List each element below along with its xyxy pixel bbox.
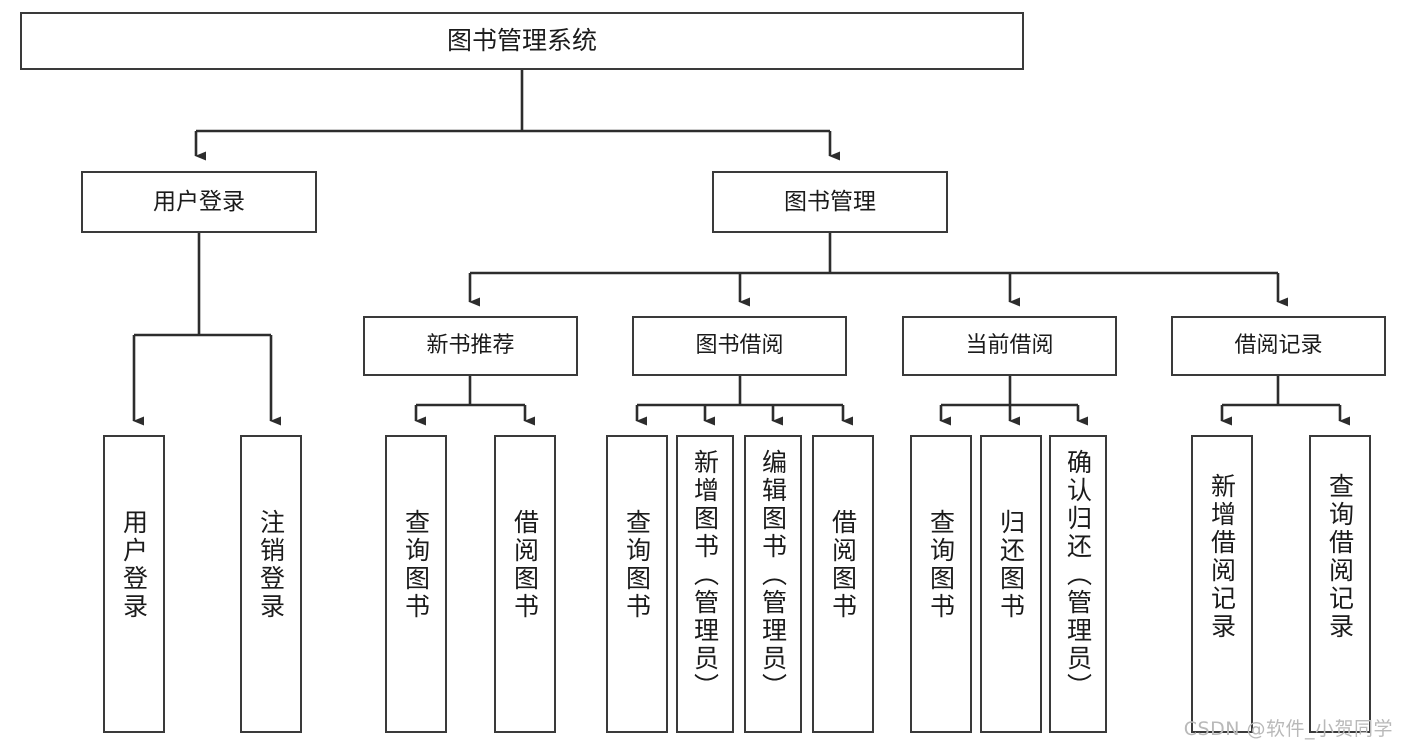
leaf-query-book-recommend[interactable]: 查询图书 (385, 435, 447, 733)
leaf-query-book-borrow[interactable]: 查询图书 (606, 435, 668, 733)
node-label: 查询图书 (401, 509, 431, 621)
node-root-system[interactable]: 图书管理系统 (20, 12, 1024, 70)
leaf-logout[interactable]: 注销登录 (240, 435, 302, 733)
node-label: 借阅图书 (828, 509, 858, 621)
leaf-user-login[interactable]: 用户登录 (103, 435, 165, 733)
leaf-borrow-book-recommend[interactable]: 借阅图书 (494, 435, 556, 733)
leaf-confirm-return-admin[interactable]: 确认归还（管理员） (1049, 435, 1107, 733)
node-label: 新书推荐 (426, 333, 515, 359)
node-book-management[interactable]: 图书管理 (712, 171, 948, 233)
node-label: 归还图书 (996, 509, 1026, 621)
node-new-book-recommend[interactable]: 新书推荐 (363, 316, 578, 376)
leaf-edit-book-admin[interactable]: 编辑图书（管理员） (744, 435, 802, 733)
node-label: 注销登录 (256, 509, 286, 621)
node-label: 查询图书 (622, 509, 652, 621)
node-label: 新增图书（管理员） (690, 449, 720, 701)
leaf-return-book[interactable]: 归还图书 (980, 435, 1042, 733)
leaf-add-borrow-record[interactable]: 新增借阅记录 (1191, 435, 1253, 733)
leaf-query-borrow-record[interactable]: 查询借阅记录 (1309, 435, 1371, 733)
node-label: 新增借阅记录 (1207, 473, 1237, 641)
node-label: 图书借阅 (695, 333, 784, 359)
node-label: 查询借阅记录 (1325, 473, 1355, 641)
node-label: 当前借阅 (965, 333, 1054, 359)
node-borrow-record[interactable]: 借阅记录 (1171, 316, 1386, 376)
node-label: 借阅图书 (510, 509, 540, 621)
node-book-borrow[interactable]: 图书借阅 (632, 316, 847, 376)
node-label: 用户登录 (153, 188, 245, 215)
leaf-add-book-admin[interactable]: 新增图书（管理员） (676, 435, 734, 733)
watermark: CSDN @软件_小贺同学 (1183, 718, 1393, 740)
leaf-borrow-book[interactable]: 借阅图书 (812, 435, 874, 733)
node-label: 用户登录 (119, 509, 149, 621)
node-current-borrow[interactable]: 当前借阅 (902, 316, 1117, 376)
leaf-query-book-current[interactable]: 查询图书 (910, 435, 972, 733)
node-label: 图书管理系统 (446, 26, 597, 56)
node-label: 借阅记录 (1234, 333, 1323, 359)
node-label: 查询图书 (926, 509, 956, 621)
node-label: 图书管理 (784, 188, 876, 215)
node-user-login[interactable]: 用户登录 (81, 171, 317, 233)
node-label: 确认归还（管理员） (1063, 449, 1093, 701)
node-label: 编辑图书（管理员） (758, 449, 788, 701)
